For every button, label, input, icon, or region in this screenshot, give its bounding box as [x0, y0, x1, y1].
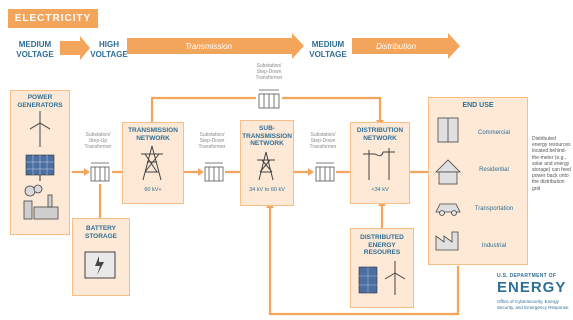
factory-icon	[435, 231, 459, 251]
label-high-voltage: HIGH VOLTAGE	[90, 40, 128, 59]
end-use-residential: Residential	[479, 167, 509, 173]
substation-stepdown1-label: Substation/ Step-Down Transformer	[198, 132, 226, 150]
wind-turbine-icon	[384, 260, 406, 295]
utility-pole-icon	[363, 148, 395, 180]
solar-panel-icon	[358, 266, 378, 293]
distribution-kv: <34 kV	[371, 187, 389, 193]
distribution-network-box: DISTRIBUTION NETWORK <34 kV	[350, 122, 410, 204]
subtransmission-kv: 34 kV to 60 kV	[249, 186, 285, 193]
car-icon	[435, 203, 461, 216]
subtransmission-tower-icon	[257, 151, 275, 180]
end-use-industrial: Industrial	[481, 243, 507, 249]
power-plant-icon	[23, 184, 59, 220]
arrow-transmission	[127, 33, 304, 59]
der-title: DISTRIBUTED ENERGY RESOURES	[360, 234, 404, 256]
label-medium-voltage-1: MEDIUM VOLTAGE	[16, 40, 54, 59]
arrow-distribution	[352, 33, 460, 59]
substation-stepdown2-label: Substation/ Step-Down Transformer	[309, 132, 337, 150]
end-use-commercial: Commercial	[477, 130, 510, 136]
commercial-building-icon	[437, 117, 459, 143]
label-transmission: Transmission	[185, 42, 232, 51]
power-generators-title: POWER GENERATORS	[17, 94, 63, 109]
battery-storage-box: BATTERY STORAGE	[72, 218, 130, 296]
transmission-tower-icon	[141, 145, 163, 181]
substation-stepup-label: Substation/ Step-Up Transformer	[84, 132, 112, 150]
end-use-transportation: Transportation	[474, 206, 514, 212]
residential-house-icon	[435, 159, 461, 185]
label-distribution: Distribution	[376, 42, 417, 51]
wind-turbine-icon	[29, 111, 51, 147]
der-note: Distributed energy resources located beh…	[532, 136, 571, 192]
distribution-network-title: DISTRIBUTION NETWORK	[356, 127, 404, 142]
doe-office: Office of Cybersecurity, Energy Security…	[497, 299, 569, 310]
der-icons	[358, 260, 406, 295]
substation-stepdown-top-label: Substation/ Step-Down Transformer	[255, 63, 283, 81]
diagram-title: ELECTRICITY	[8, 9, 98, 28]
doe-logo-small: U.S. DEPARTMENT OF	[497, 273, 557, 279]
substation-icon	[204, 162, 224, 182]
battery-storage-title: BATTERY STORAGE	[84, 225, 118, 240]
subtransmission-network-box: SUB-TRANSMISSION NETWORK 34 kV to 60 kV	[240, 120, 294, 206]
substation-icon	[90, 162, 110, 182]
transmission-network-box: TRANSMISSION NETWORK 60 kV+	[122, 122, 184, 204]
end-use-title: END USE	[462, 102, 494, 109]
transmission-network-title: TRANSMISSION NETWORK	[128, 127, 178, 142]
label-medium-voltage-2: MEDIUM VOLTAGE	[309, 40, 347, 59]
transmission-kv: 60 kV+	[144, 187, 162, 193]
der-box: DISTRIBUTED ENERGY RESOURES	[350, 228, 414, 308]
generators-icons	[23, 111, 59, 220]
subtransmission-network-title: SUB-TRANSMISSION NETWORK	[242, 125, 292, 147]
solar-panel-icon	[25, 154, 55, 181]
power-generators-box: POWER GENERATORS	[10, 90, 70, 235]
end-use-icons	[435, 117, 461, 251]
battery-icon	[84, 251, 116, 279]
substation-icon	[315, 162, 335, 182]
doe-logo: ENERGY	[497, 279, 567, 296]
substation-icon	[258, 89, 280, 109]
arrow-step-up	[60, 36, 90, 60]
